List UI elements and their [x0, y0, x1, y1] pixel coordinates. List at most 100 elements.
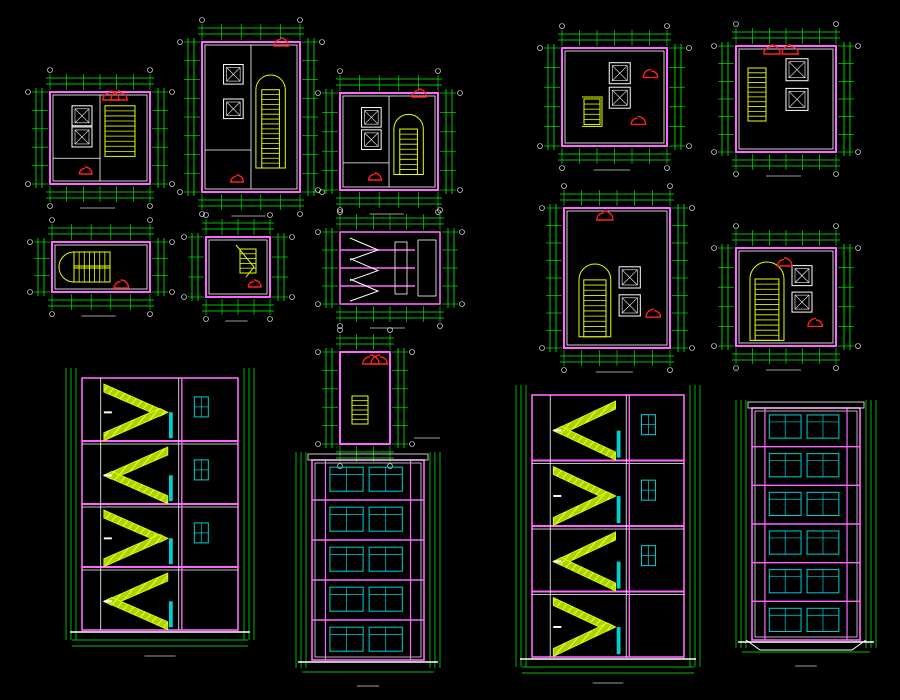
dimension-frame	[315, 327, 415, 469]
stair-run	[239, 248, 257, 274]
grid-bubble	[459, 301, 465, 307]
grid-bubble	[47, 67, 53, 73]
elevator-inner	[788, 91, 806, 108]
door-arc	[247, 280, 255, 288]
column-marker	[616, 430, 621, 458]
grid-bubble	[667, 183, 673, 189]
door-arc	[236, 174, 245, 183]
elevator-inner	[621, 269, 638, 286]
elevator-shaft	[223, 98, 244, 120]
grid-bubble	[387, 327, 393, 333]
door-arc	[645, 308, 655, 318]
grid-bubble	[267, 212, 273, 218]
elevator-car	[608, 62, 631, 85]
floor-plan	[711, 223, 861, 371]
elevator-inner	[621, 297, 638, 314]
stair-flight	[102, 596, 169, 631]
grid-bubble	[711, 43, 717, 49]
grid-bubble	[147, 217, 153, 223]
floor-plan	[25, 67, 175, 209]
stair-flight	[552, 557, 616, 592]
stair-section-small	[315, 207, 465, 329]
grid-bubble	[297, 17, 303, 23]
elevator-shaft	[608, 86, 631, 109]
elevator-car	[71, 126, 93, 148]
grid-bubble	[667, 367, 673, 373]
dimension-frame	[537, 23, 692, 171]
grid-bubble	[686, 45, 692, 51]
column-marker	[616, 561, 621, 589]
building-section	[515, 385, 701, 684]
elevator-car	[791, 265, 813, 287]
grid-bubble	[147, 311, 153, 317]
plinth	[745, 639, 867, 651]
door-swing	[78, 166, 93, 175]
door-arc	[763, 46, 772, 55]
door-arc	[603, 210, 614, 221]
elevator-shaft	[785, 87, 809, 111]
door-arc	[807, 317, 817, 328]
elevator-inner	[788, 61, 806, 79]
door-arc	[102, 92, 111, 101]
elevator-cross	[74, 108, 90, 124]
door-arc	[280, 37, 290, 47]
grid-bubble	[855, 43, 861, 49]
door-arc	[783, 257, 793, 267]
side-room	[417, 239, 437, 297]
stair-outline	[747, 67, 767, 122]
grid-bubble	[337, 207, 343, 213]
door-arc	[253, 279, 262, 288]
stair-run	[583, 279, 607, 338]
stair-arched	[393, 113, 424, 175]
stair-run	[351, 395, 369, 425]
stair-sections-group	[65, 327, 701, 684]
elevator-shaft	[608, 62, 631, 85]
elevator-shaft	[361, 107, 382, 128]
plan-inner-wall	[738, 250, 834, 344]
stair-outline	[399, 128, 418, 175]
door-swing	[411, 88, 428, 98]
door-swing	[370, 354, 388, 365]
grid-bubble	[833, 365, 839, 371]
grid-bubble	[733, 365, 739, 371]
grid-bubble	[169, 89, 175, 95]
plan-inner-wall	[738, 48, 834, 150]
elevator-cross	[612, 65, 628, 81]
dimension-frame	[539, 183, 695, 373]
door-arc	[654, 310, 662, 318]
stair-flight	[552, 491, 617, 527]
grid-bubble	[169, 289, 175, 295]
plan-wall	[561, 47, 668, 147]
plan-wall	[339, 92, 439, 191]
grid-bubble	[315, 301, 321, 307]
door-swing	[596, 210, 614, 221]
grid-bubble	[199, 17, 205, 23]
elevator-cross	[788, 61, 806, 78]
plan-wall	[49, 91, 151, 185]
grid-bubble	[833, 171, 839, 177]
small-floor-plan	[27, 217, 175, 317]
floor-plan	[177, 17, 325, 217]
grid-bubble	[177, 189, 183, 195]
elevator-inner	[611, 65, 628, 81]
grid-bubble	[539, 345, 545, 351]
elevator-car	[361, 129, 382, 150]
plan-wall	[201, 41, 301, 193]
roof-stair-plan	[315, 327, 440, 469]
floor-plan	[539, 183, 695, 373]
grid-bubble	[435, 209, 441, 215]
plan-wall	[205, 236, 271, 298]
elevator-cross	[74, 129, 90, 145]
elevator-cross	[621, 269, 638, 286]
grid-bubble	[27, 239, 33, 245]
elevator-shaft	[618, 294, 641, 317]
column-marker	[168, 412, 173, 439]
elevator-cross	[226, 101, 241, 116]
elevator-car	[791, 291, 813, 313]
grid-bubble	[169, 239, 175, 245]
grid-bubble	[711, 245, 717, 251]
grid-bubble	[689, 345, 695, 351]
stair-arched	[255, 74, 286, 169]
door-swing	[110, 90, 128, 101]
stair-flight-profile	[349, 278, 380, 302]
